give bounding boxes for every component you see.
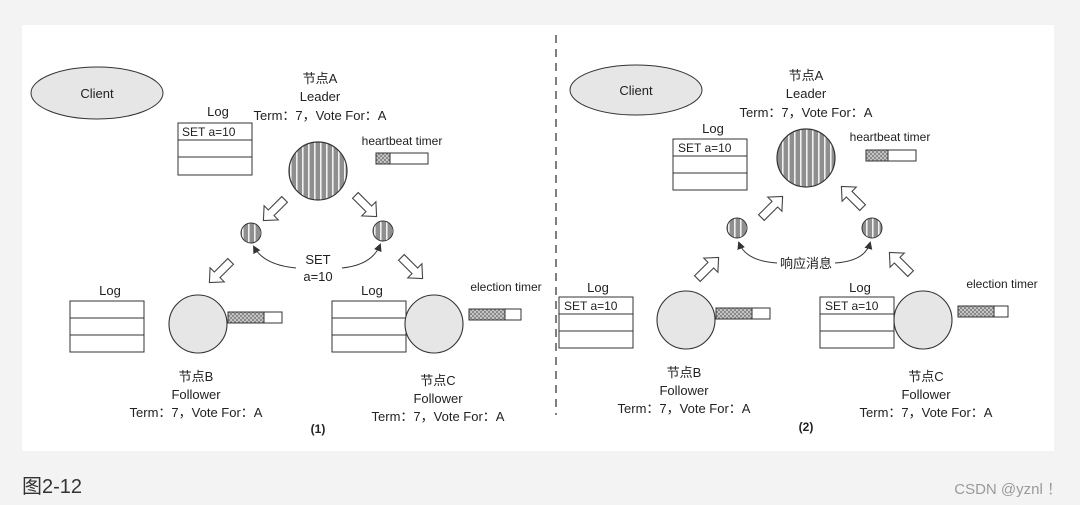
node-b-name-2: 节点B (667, 365, 702, 380)
response-message-label: 响应消息 (780, 256, 832, 271)
node-b-role: Follower (171, 387, 221, 402)
figure-caption: 图2-12 (22, 476, 83, 498)
panel-1-label: (1) (311, 422, 326, 436)
node-a-role: Leader (300, 89, 341, 104)
log-b-table (69, 300, 145, 353)
election-timer-b-2 (715, 307, 771, 320)
heartbeat-timer-label: heartbeat timer (362, 134, 443, 148)
log-b-title: Log (99, 283, 121, 298)
log-a-entry: SET a=10 (182, 125, 236, 139)
hollow-arrow-a-to-b-upper (262, 195, 289, 222)
log-a-table-2: SET a=10 (672, 138, 748, 191)
follower-node-c (404, 294, 464, 354)
follower-node-b-2 (656, 290, 716, 350)
node-c-role: Follower (413, 391, 463, 406)
set-pointer-to-c (341, 243, 382, 269)
hollow-arrow-c-to-a-upper (840, 185, 867, 212)
node-b-term: Term：7，Vote For：A (130, 405, 263, 420)
log-c-table (331, 300, 407, 353)
node-a-term: Term：7，Vote For：A (254, 108, 387, 123)
client-label-2: Client (619, 83, 653, 98)
log-c-table-2: SET a=10 (819, 296, 895, 349)
client-ellipse (30, 66, 164, 120)
node-b-term-2: Term：7，Vote For：A (618, 401, 751, 416)
node-b-name: 节点B (179, 369, 214, 384)
client-label: Client (80, 86, 114, 101)
election-timer-b (227, 311, 283, 324)
client-ellipse-2 (569, 64, 703, 116)
node-a-role-2: Leader (786, 86, 827, 101)
raft-log-replication-diagram: Client 节点A Leader Term：7，Vote For：A Log … (30, 35, 1038, 436)
election-timer-c (468, 308, 522, 321)
heartbeat-timer-label-2: heartbeat timer (850, 130, 931, 144)
diagram-panel: Client 节点A Leader Term：7，Vote For：A Log … (22, 25, 1054, 451)
log-b-entry-2: SET a=10 (564, 299, 618, 313)
set-message-line1: SET (305, 252, 330, 267)
heartbeat-timer-bar-2 (865, 149, 917, 162)
panel-2: Client 节点A Leader Term：7，Vote For：A Log … (558, 64, 1038, 434)
leader-node-a (288, 141, 348, 201)
log-c-title: Log (361, 283, 383, 298)
watermark: CSDN @yznl ！ (954, 481, 1062, 498)
hollow-arrow-b-to-a-lower (693, 256, 720, 283)
set-message-line2: a=10 (303, 269, 332, 284)
election-timer-c-label-2: election timer (966, 277, 1037, 291)
node-c-role-2: Follower (901, 387, 951, 402)
hollow-arrow-a-to-c-upper (351, 191, 378, 218)
log-a-title: Log (207, 104, 229, 119)
heartbeat-timer-bar (375, 152, 429, 165)
follower-node-b (168, 294, 228, 354)
message-dot-to-c (372, 220, 394, 242)
log-b-title-2: Log (587, 280, 609, 295)
election-timer-c-2 (957, 305, 1009, 318)
election-timer-c-label: election timer (470, 280, 541, 294)
response-dot-from-b (726, 217, 748, 239)
node-c-term: Term：7，Vote For：A (372, 409, 505, 424)
message-dot-to-b (240, 222, 262, 244)
log-c-entry-2: SET a=10 (825, 299, 879, 313)
node-a-name-2: 节点A (789, 68, 824, 83)
log-a-entry-2: SET a=10 (678, 141, 732, 155)
log-c-title-2: Log (849, 280, 871, 295)
node-a-term-2: Term：7，Vote For：A (740, 105, 873, 120)
hollow-arrow-c-to-a-lower (888, 251, 915, 278)
hollow-arrow-b-to-a-upper (757, 195, 784, 222)
node-c-term-2: Term：7，Vote For：A (860, 405, 993, 420)
response-pointer-to-b (737, 241, 778, 264)
panel-1: Client 节点A Leader Term：7，Vote For：A Log … (30, 66, 542, 436)
node-a-name: 节点A (303, 71, 338, 86)
log-a-title-2: Log (702, 121, 724, 136)
hollow-arrow-a-to-c-lower (397, 253, 424, 280)
node-b-role-2: Follower (659, 383, 709, 398)
node-c-name: 节点C (420, 373, 455, 388)
response-pointer-to-c (834, 241, 873, 264)
panel-2-label: (2) (799, 420, 814, 434)
follower-node-c-2 (893, 290, 953, 350)
leader-node-a-2 (776, 128, 836, 188)
log-b-table-2: SET a=10 (558, 296, 634, 349)
hollow-arrow-a-to-b-lower (208, 257, 235, 284)
node-c-name-2: 节点C (908, 369, 943, 384)
set-pointer-to-b (253, 245, 297, 269)
log-a-table: SET a=10 (177, 122, 253, 176)
response-dot-from-c (861, 217, 883, 239)
